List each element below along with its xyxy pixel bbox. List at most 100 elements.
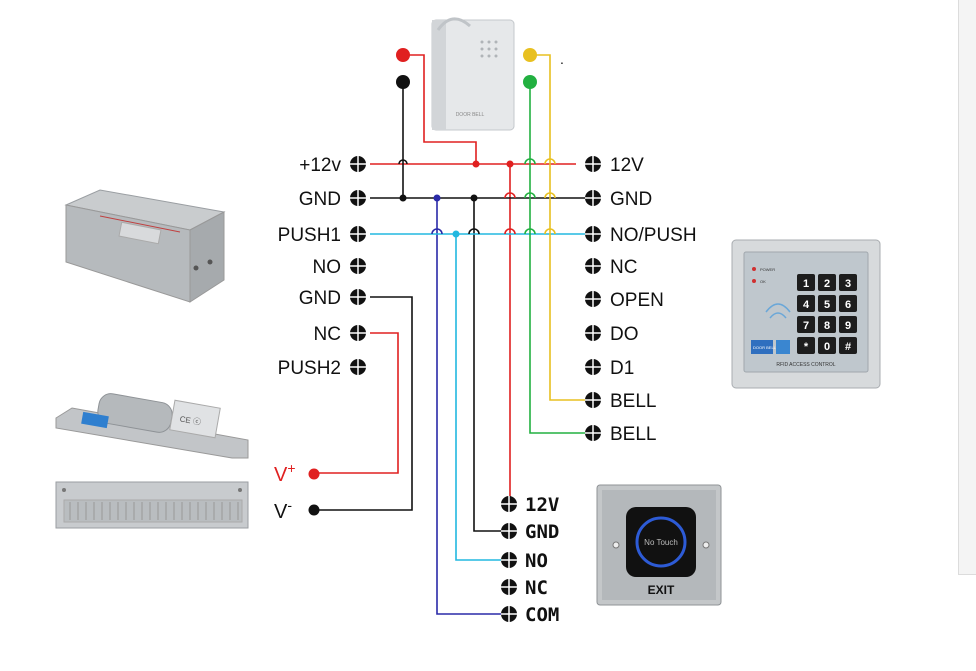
controller-terminal-label: NC [314,324,341,345]
wire-black-exit-gnd [473,198,506,532]
lock-plus-sup: + [287,460,295,476]
keypad-terminal-4: OPEN [585,290,664,311]
wire-green-bell [529,82,586,434]
exit-face-text: No Touch [644,538,678,547]
doorbell-label: DOOR BELL [456,112,485,118]
keypad-terminal-5: DO [585,324,639,345]
lock-power-terminals: V+ V- [274,460,320,523]
keypad-key-label: 3 [845,278,851,290]
keypad-terminal-label: GND [610,189,652,210]
controller-terminal-2: PUSH1 [278,225,366,246]
controller-terminal-label: GND [299,189,341,210]
controller-terminal-0: +12v [299,155,366,176]
controller-terminal-5: NC [314,324,366,345]
keypad-key [839,274,857,291]
keypad-key [839,337,857,354]
rfid-keypad-device: POWER OK DOOR BELL RFID ACCESS CONTROL 1… [731,239,881,389]
keypad-key-label: 2 [824,278,830,290]
keypad-key [797,316,815,333]
keypad-key-label: 9 [845,320,851,332]
keypad-key [797,337,815,354]
doorbell-device: DOOR BELL [431,17,515,131]
exit-button-terminals: 12V GND NO NC COM [501,494,559,626]
stray-mark: . [560,51,564,67]
keypad-terminal-3: NC [585,257,637,278]
wire-blue-com [436,198,506,615]
wire-yellow-bell [530,54,586,401]
keypad-terminal-7: BELL [585,391,656,412]
keypad-key-label: 0 [824,341,830,353]
exit-terminal-label: NO [525,550,548,572]
keypad-terminal-6: D1 [585,358,634,379]
exit-terminal-0: 12V [501,494,559,516]
keypad-led-ok: OK [760,279,766,284]
keypad-key-label: 4 [803,299,810,311]
keypad-key-label: 7 [803,320,809,332]
keypad-badge: DOOR BELL [753,345,777,350]
exit-terminal-label: GND [525,521,559,543]
keypad-terminal-label: BELL [610,391,656,412]
svg-text:V-: V- [274,497,292,523]
exit-terminal-label: 12V [525,494,559,516]
keypad-key [839,316,857,333]
controller-terminal-4: GND [299,288,366,309]
lock-plus-label: V [274,464,288,486]
keypad-key-label: 5 [824,299,830,311]
keypad-key [818,337,836,354]
keypad-terminal-label: NC [610,257,637,278]
keypad-key-label: 6 [845,299,851,311]
controller-terminal-label: +12v [299,155,341,176]
exit-terminal-4: COM [501,604,559,626]
exit-terminal-label: COM [525,604,559,626]
keypad-key [818,274,836,291]
keypad-terminal-label: OPEN [610,290,664,311]
controller-terminal-label: NO [313,257,342,278]
controller-terminal-label: PUSH1 [278,225,341,246]
controller-terminal-3: NO [313,257,366,278]
keypad-key [797,295,815,312]
lock-minus-label: V [274,501,288,523]
controller-terminal-6: PUSH2 [278,358,366,379]
keypad-terminal-label: D1 [610,358,634,379]
exit-button-device: No Touch EXIT [596,484,722,606]
wire-red-lock-plus [318,332,399,474]
keypad-key [839,295,857,312]
bolt-lock-device: CE ⓒ [55,393,249,459]
bell-wire-terminals [396,48,537,89]
keypad-key [818,295,836,312]
keypad-terminal-label: 12V [610,155,644,176]
controller-terminal-label: GND [299,288,341,309]
keypad-key-label: # [845,341,851,353]
magnetic-lock-device [55,481,249,529]
svg-text:V+: V+ [274,460,296,486]
controller-terminal-1: GND [299,189,366,210]
keypad-terminal-8: BELL [585,424,656,445]
keypad-terminal-label: DO [610,324,639,345]
keypad-led-power: POWER [760,267,775,272]
wire-black-lock-minus [318,296,413,511]
exit-terminal-2: NO [501,550,548,572]
power-supply-device [64,189,226,303]
lock-minus-sup: - [287,497,292,513]
keypad-key-label: 8 [824,320,830,332]
keypad-key [818,316,836,333]
exit-label: EXIT [648,583,675,597]
keypad-terminal-label: BELL [610,424,656,445]
keypad-header: RFID ACCESS CONTROL [776,362,835,368]
exit-terminal-label: NC [525,577,548,599]
junction-dots [399,160,514,238]
exit-terminal-3: NC [501,577,548,599]
keypad-terminal-0: 12V [585,155,644,176]
keypad-key [797,274,815,291]
wire-cyan-exit-no [455,234,506,561]
keypad-terminal-label: NO/PUSH [610,225,697,246]
wire-red-bell [403,54,477,164]
side-scroll-panel [958,0,976,575]
controller-terminal-label: PUSH2 [278,358,341,379]
keypad-key-label: 1 [803,278,809,290]
exit-terminal-1: GND [501,521,559,543]
